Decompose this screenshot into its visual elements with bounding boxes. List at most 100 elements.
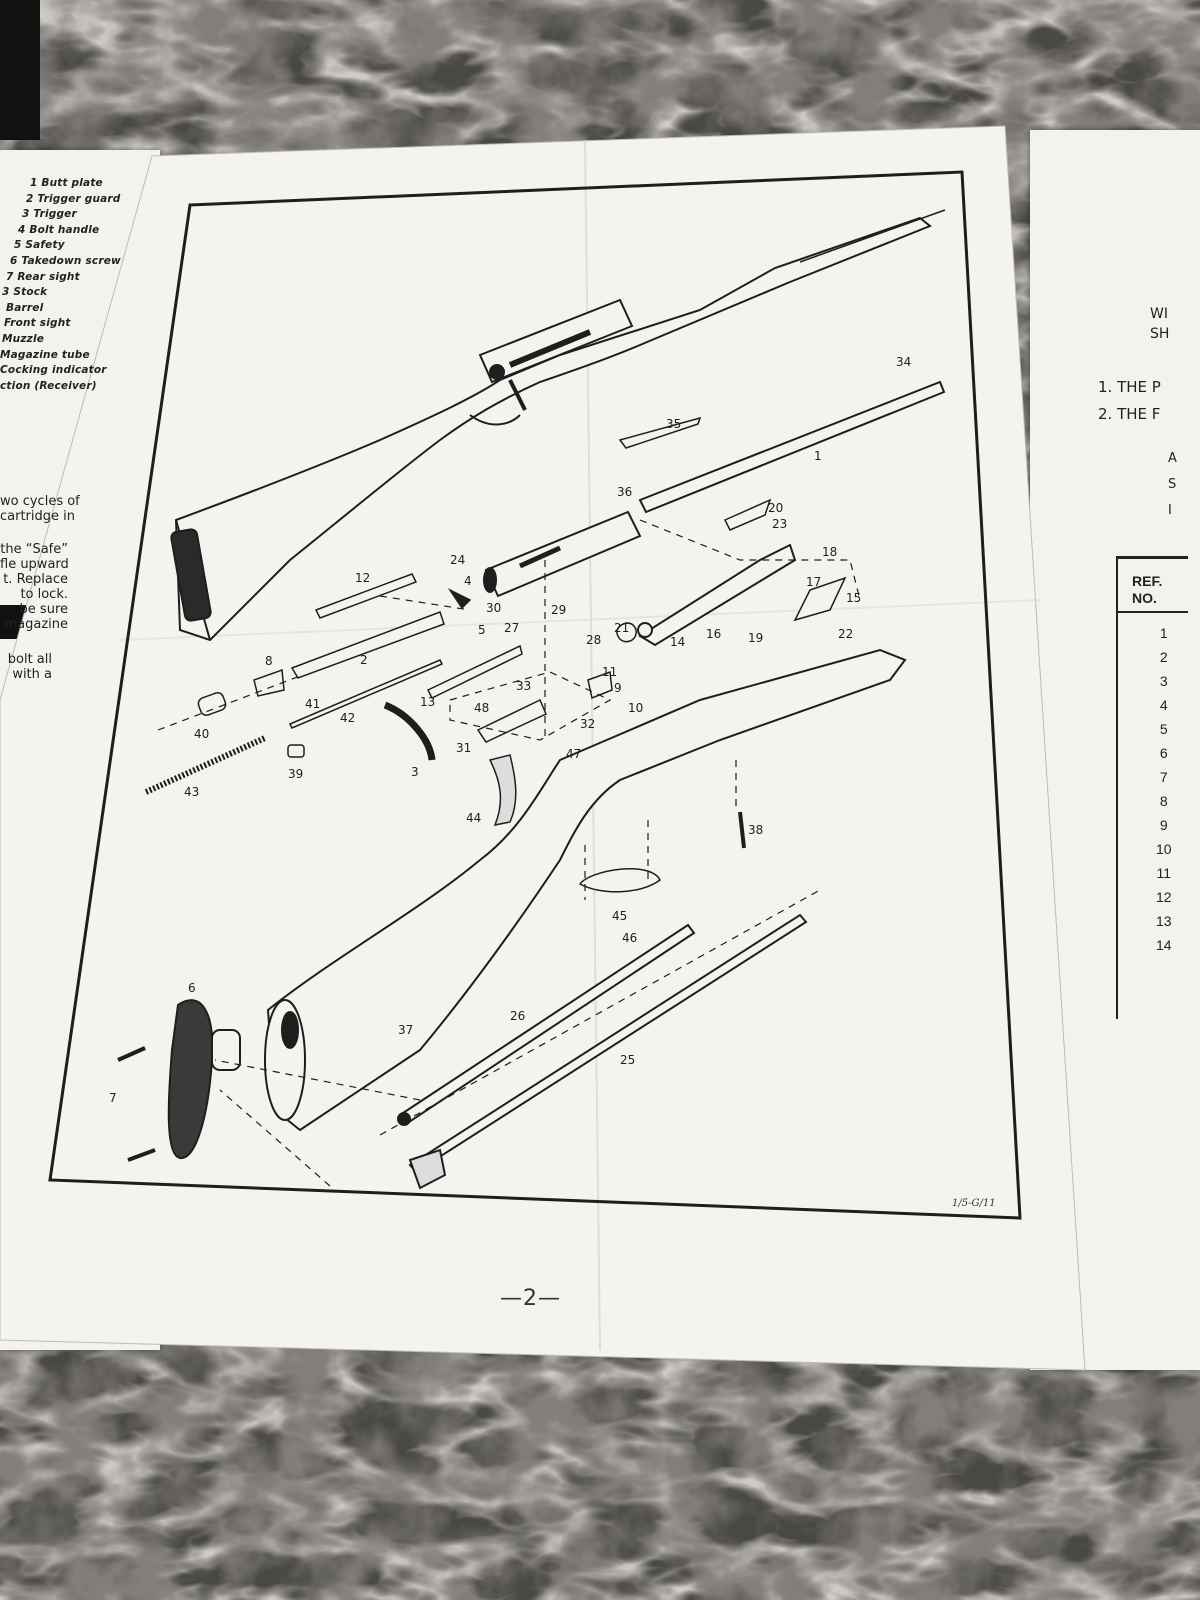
butt-plate-part — [117, 999, 241, 1162]
callout-1: 1 — [814, 449, 822, 463]
callout-8: 8 — [265, 654, 273, 668]
parts-list-item: 4 Bolt handle — [18, 223, 100, 236]
callout-39: 39 — [288, 767, 303, 781]
callout-25: 25 — [620, 1053, 635, 1067]
right-header-line: WI — [1150, 306, 1168, 322]
artist-signature: 1/5-G/11 — [952, 1198, 996, 1209]
right-list-line: 1. THE P — [1098, 378, 1161, 396]
parts-list-item: Front sight — [4, 317, 71, 330]
ref-number: 5 — [1159, 721, 1168, 737]
leader-lines — [157, 519, 861, 1187]
callout-22: 22 — [838, 627, 853, 641]
callout-4: 4 — [464, 574, 472, 588]
callout-35: 35 — [666, 417, 681, 431]
callout-12: 12 — [355, 571, 370, 585]
callout-45: 45 — [612, 909, 627, 923]
ref-number: 10 — [1156, 841, 1172, 857]
right-header-fragment: WI SH — [1150, 304, 1169, 344]
callout-11: 11 — [602, 665, 617, 679]
callout-23: 23 — [772, 517, 787, 531]
ref-number: 4 — [1159, 697, 1168, 713]
ref-number: 2 — [1159, 649, 1168, 665]
callout-34: 34 — [896, 355, 911, 369]
right-fragment: A — [1168, 451, 1177, 466]
left-text-line: with a — [12, 667, 52, 682]
callout-20: 20 — [768, 501, 783, 515]
assembled-rifle — [170, 209, 946, 642]
right-header-line: SH — [1150, 326, 1170, 342]
parts-list-item: Barrel — [6, 301, 44, 314]
right-fragments: A S I — [1168, 446, 1177, 524]
callout-21: 21 — [614, 621, 629, 635]
callout-47: 47 — [566, 747, 581, 761]
callout-38: 38 — [748, 823, 763, 837]
left-text-line: cartridge in — [0, 509, 75, 524]
callout-16: 16 — [706, 627, 721, 641]
callout-44: 44 — [466, 811, 481, 825]
callout-14: 14 — [670, 635, 685, 649]
callout-10: 10 — [628, 701, 643, 715]
callout-24: 24 — [450, 553, 465, 567]
callout-32: 32 — [580, 717, 595, 731]
page-number: —2— — [500, 1286, 561, 1311]
parts-list-item: 3 Stock — [2, 286, 48, 299]
right-list: 1. THE P 2. THE F — [1098, 374, 1161, 428]
small-parts — [144, 416, 847, 893]
parts-list-item: Cocking indicator — [0, 364, 107, 377]
parts-list-item: 6 Takedown screw — [10, 254, 121, 267]
callout-19: 19 — [748, 631, 763, 645]
callout-30: 30 — [486, 601, 501, 615]
left-text-line: be sure — [19, 602, 68, 617]
ref-number: 1 — [1159, 625, 1168, 641]
ref-table-header: REF. NO. — [1132, 573, 1162, 607]
callout-9: 9 — [614, 681, 622, 695]
right-fragment: S — [1168, 477, 1177, 492]
ref-header-line: NO. — [1132, 590, 1157, 606]
callout-17: 17 — [806, 575, 821, 589]
callout-36: 36 — [617, 485, 632, 499]
ref-number: 8 — [1159, 793, 1168, 809]
parts-list-item: ction (Receiver) — [0, 379, 97, 392]
ref-number: 6 — [1159, 745, 1168, 761]
callout-26: 26 — [510, 1009, 525, 1023]
callout-31: 31 — [456, 741, 471, 755]
left-text-block-1: wo cycles of cartridge in — [0, 494, 80, 524]
ref-number: 9 — [1159, 817, 1168, 833]
callout-15: 15 — [846, 591, 861, 605]
callout-27: 27 — [504, 621, 519, 635]
left-text-line: to lock. — [20, 587, 68, 602]
left-text-line: the “Safe” — [0, 542, 68, 557]
parts-list-item: 7 Rear sight — [6, 270, 80, 283]
barrel-part — [483, 380, 946, 647]
ref-number: 7 — [1159, 769, 1168, 785]
callout-7: 7 — [109, 1091, 117, 1105]
callout-5: 5 — [478, 623, 486, 637]
left-text-block-3: bolt all with a — [0, 652, 52, 682]
parts-list-item: 1 Butt plate — [30, 177, 103, 189]
callout-29: 29 — [551, 603, 566, 617]
ref-number: 3 — [1159, 673, 1168, 689]
callout-46: 46 — [622, 931, 637, 945]
callout-28: 28 — [586, 633, 601, 647]
left-text-line: wo cycles of — [0, 494, 80, 509]
ref-header-line: REF. — [1132, 573, 1163, 589]
callout-13: 13 — [420, 695, 435, 709]
callout-42: 42 — [340, 711, 355, 725]
parts-list: 1 Butt plate 2 Trigger guard 3 Trigger 4… — [0, 176, 130, 394]
stock-part — [264, 648, 907, 1132]
callout-48: 48 — [474, 701, 489, 715]
callout-40: 40 — [194, 727, 209, 741]
ref-number: 11 — [1156, 865, 1172, 881]
callout-numbers: 12 2 8 41 42 40 39 43 3 13 24 4 5 30 27 … — [109, 355, 911, 1105]
parts-list-item: 3 Trigger — [22, 208, 77, 221]
ref-number: 13 — [1156, 913, 1172, 929]
parts-list-item: Muzzle — [2, 332, 45, 345]
callout-6: 6 — [188, 981, 196, 995]
left-text-block-2: the “Safe” fle upward t. Replace to lock… — [0, 542, 69, 632]
ref-number: 14 — [1156, 937, 1172, 953]
parts-list-item: 5 Safety — [14, 239, 65, 252]
ref-number: 12 — [1156, 889, 1172, 905]
diagram-frame — [48, 170, 1022, 1220]
parts-list-item: Magazine tube — [0, 348, 90, 361]
